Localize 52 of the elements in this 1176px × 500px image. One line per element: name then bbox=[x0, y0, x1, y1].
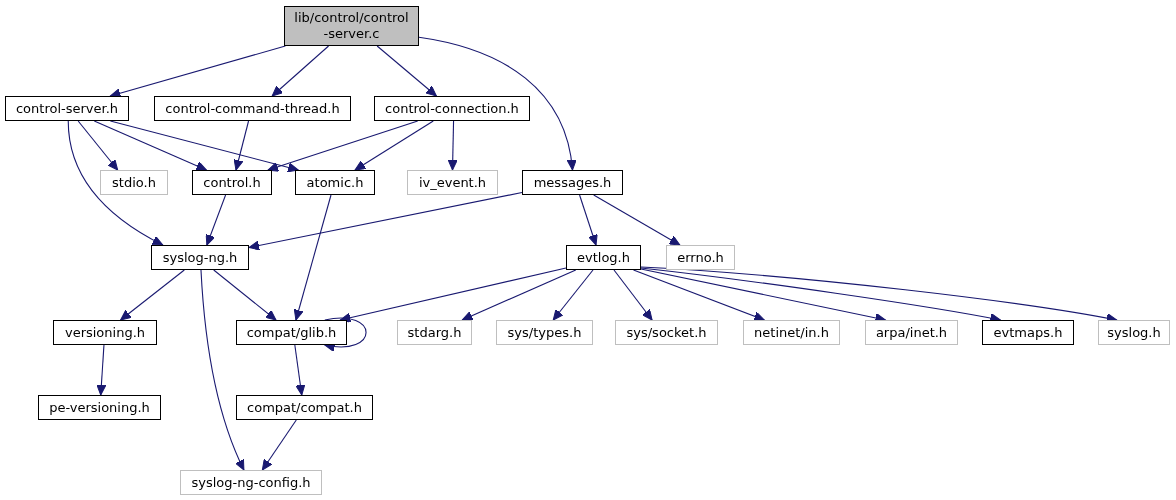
arrow bbox=[200, 269, 245, 471]
arrow bbox=[293, 194, 332, 321]
header-file-box: syslog-ng.h bbox=[151, 245, 249, 270]
arrow bbox=[109, 120, 299, 173]
header-file-box: evtlog.h bbox=[566, 245, 641, 270]
header-file-box: control.h bbox=[192, 170, 272, 195]
arrow bbox=[339, 267, 567, 323]
header-file-box: stdarg.h bbox=[397, 320, 472, 345]
arrow bbox=[120, 269, 185, 321]
header-file-box: arpa/inet.h bbox=[865, 320, 958, 345]
header-file-box: versioning.h bbox=[53, 320, 157, 345]
header-file-box: control-server.h bbox=[5, 96, 129, 121]
header-file-box: errno.h bbox=[666, 245, 735, 270]
header-file-box: stdio.h bbox=[100, 170, 168, 195]
arrow bbox=[324, 317, 367, 352]
header-file-box: atomic.h bbox=[295, 170, 375, 195]
header-file-box: control-connection.h bbox=[374, 96, 530, 121]
arrow bbox=[248, 191, 523, 251]
header-file-box: syslog-ng-config.h bbox=[180, 470, 322, 495]
arrow bbox=[271, 45, 330, 97]
header-file-box: sys/types.h bbox=[496, 320, 593, 345]
header-file-box: netinet/in.h bbox=[743, 320, 840, 345]
arrow bbox=[77, 120, 119, 171]
arrow bbox=[461, 269, 577, 321]
header-file-box: control-command-thread.h bbox=[154, 96, 351, 121]
arrow bbox=[418, 36, 577, 171]
header-file-box: pe-versioning.h bbox=[38, 395, 161, 420]
arrow bbox=[267, 120, 419, 172]
header-file-box: compat/compat.h bbox=[236, 395, 373, 420]
arrow bbox=[593, 194, 681, 246]
arrow bbox=[579, 194, 598, 246]
arrow bbox=[205, 194, 227, 246]
header-file-box: evtmaps.h bbox=[982, 320, 1074, 345]
arrow bbox=[93, 120, 207, 171]
arrow bbox=[213, 269, 277, 321]
arrow bbox=[552, 269, 594, 321]
arrow bbox=[261, 419, 297, 471]
header-file-box: sys/socket.h bbox=[615, 320, 718, 345]
header-file-box: iv_event.h bbox=[407, 170, 498, 195]
arrow bbox=[613, 269, 653, 321]
arrow bbox=[354, 120, 434, 171]
header-file-box: messages.h bbox=[522, 170, 623, 195]
header-file-box: compat/glib.h bbox=[236, 320, 347, 345]
source-file-box: lib/control/control -server.c bbox=[284, 6, 419, 46]
arrow bbox=[67, 120, 164, 246]
arrow bbox=[376, 45, 437, 97]
arrow bbox=[233, 120, 250, 171]
arrow bbox=[632, 269, 765, 322]
arrow bbox=[447, 120, 458, 171]
arrow bbox=[294, 344, 306, 396]
arrow bbox=[96, 344, 107, 396]
header-file-box: syslog.h bbox=[1098, 320, 1170, 345]
